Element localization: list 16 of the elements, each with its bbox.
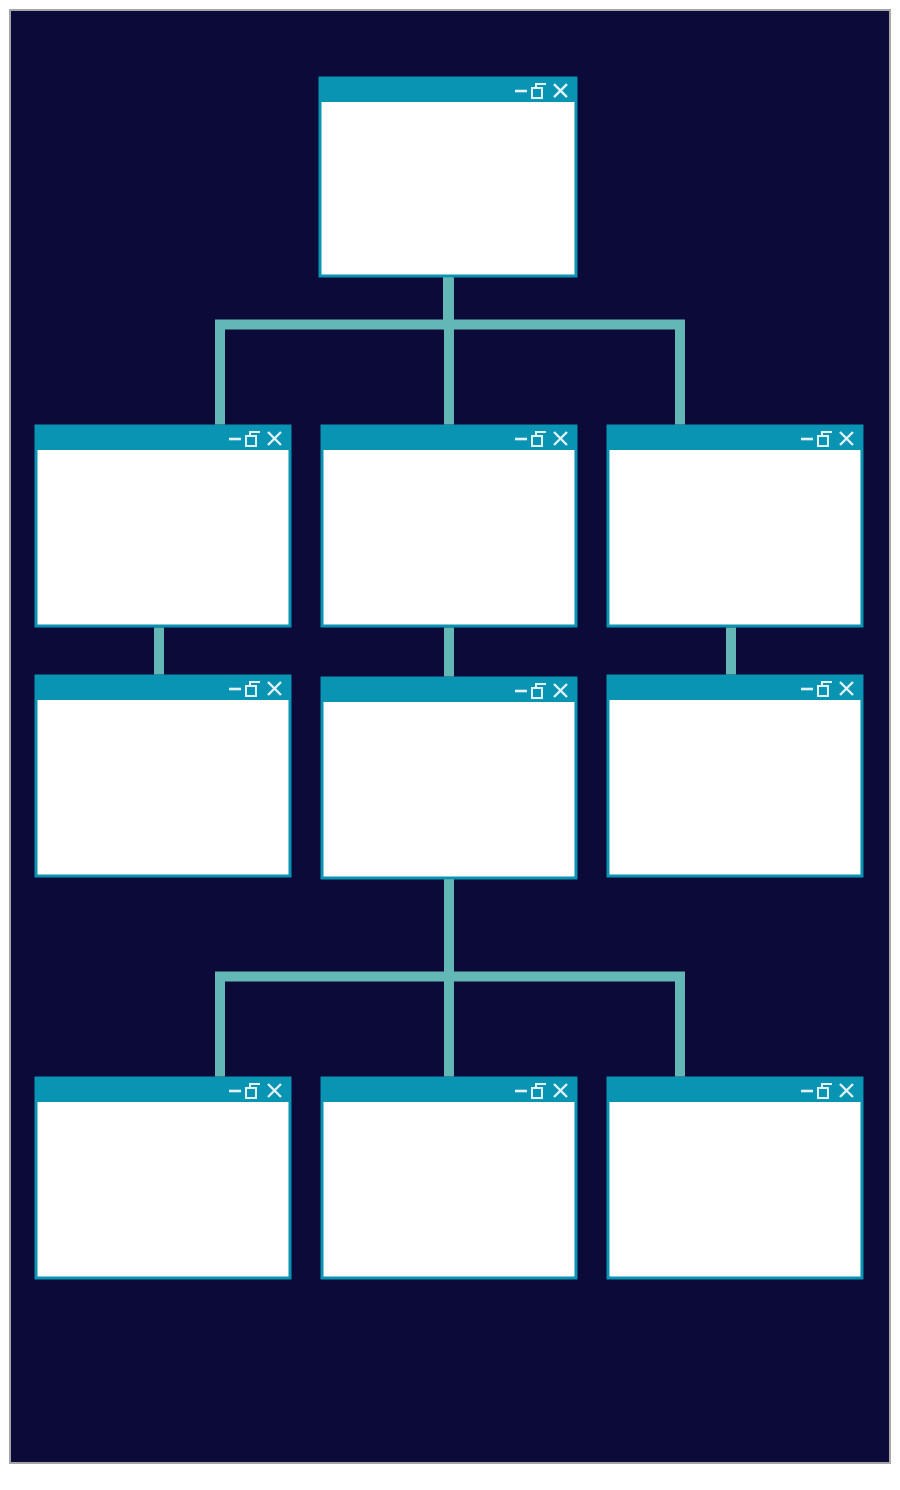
window-box bbox=[320, 676, 578, 880]
window-box bbox=[320, 1076, 578, 1280]
connector-line bbox=[444, 627, 454, 677]
window-box bbox=[34, 674, 292, 878]
window-box bbox=[318, 76, 578, 278]
connector-line bbox=[444, 879, 685, 1077]
connector-line bbox=[726, 627, 736, 675]
connector-line bbox=[154, 627, 164, 675]
window-box bbox=[34, 1076, 292, 1280]
window-box bbox=[606, 424, 864, 628]
connector-line bbox=[444, 277, 454, 425]
window-box bbox=[34, 424, 292, 628]
window-box bbox=[606, 674, 864, 878]
window-box bbox=[606, 1076, 864, 1280]
connector-line bbox=[443, 277, 685, 425]
window-box bbox=[320, 424, 578, 628]
